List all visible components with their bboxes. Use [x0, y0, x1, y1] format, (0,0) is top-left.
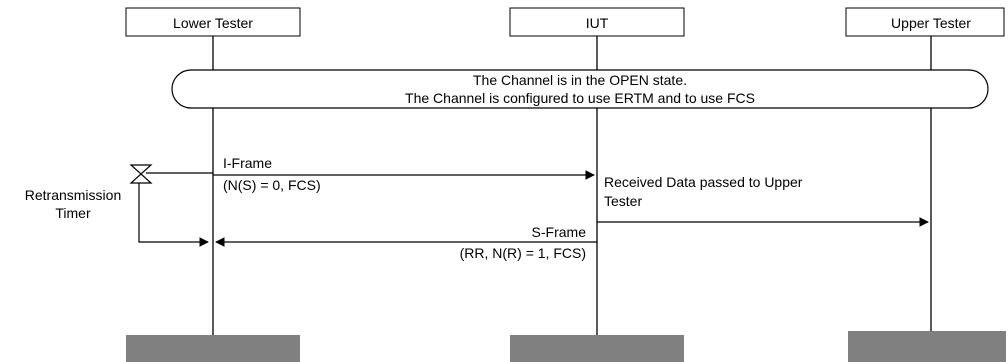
i-frame-label: I-Frame — [223, 155, 272, 171]
i-frame-params: (N(S) = 0, FCS) — [223, 177, 321, 193]
s-frame-label: S-Frame — [532, 224, 587, 240]
hourglass-icon — [129, 164, 153, 184]
timer-label-line1: Retransmission — [25, 187, 121, 203]
timer-label-line2: Timer — [55, 205, 91, 221]
iut-footer-box — [510, 335, 684, 362]
data-to-upper-line2: Tester — [604, 193, 642, 209]
data-to-upper-line1: Received Data passed to Upper — [604, 174, 803, 190]
participant-lower-tester: Lower Tester — [125, 7, 301, 37]
retransmission-timer: Retransmission Timer — [25, 164, 213, 247]
lower-tester-footer-box — [126, 335, 300, 362]
timer-bracket — [138, 183, 209, 247]
s-frame-params: (RR, N(R) = 1, FCS) — [460, 245, 586, 261]
participant-lower-tester-label: Lower Tester — [173, 15, 253, 31]
channel-state-line2: The Channel is configured to use ERTM an… — [405, 90, 755, 106]
participant-upper-tester: Upper Tester — [845, 7, 1005, 37]
message-i-frame: I-Frame (N(S) = 0, FCS) — [213, 155, 595, 193]
participant-iut: IUT — [509, 7, 685, 37]
message-data-to-upper: Received Data passed to Upper Tester — [597, 174, 929, 227]
participant-iut-label: IUT — [586, 15, 609, 31]
participant-upper-tester-label: Upper Tester — [891, 15, 971, 31]
channel-state-box: The Channel is in the OPEN state. The Ch… — [171, 69, 989, 109]
channel-state-line1: The Channel is in the OPEN state. — [473, 72, 687, 88]
upper-tester-footer-box — [848, 331, 1006, 362]
message-s-frame: S-Frame (RR, N(R) = 1, FCS) — [215, 224, 597, 261]
